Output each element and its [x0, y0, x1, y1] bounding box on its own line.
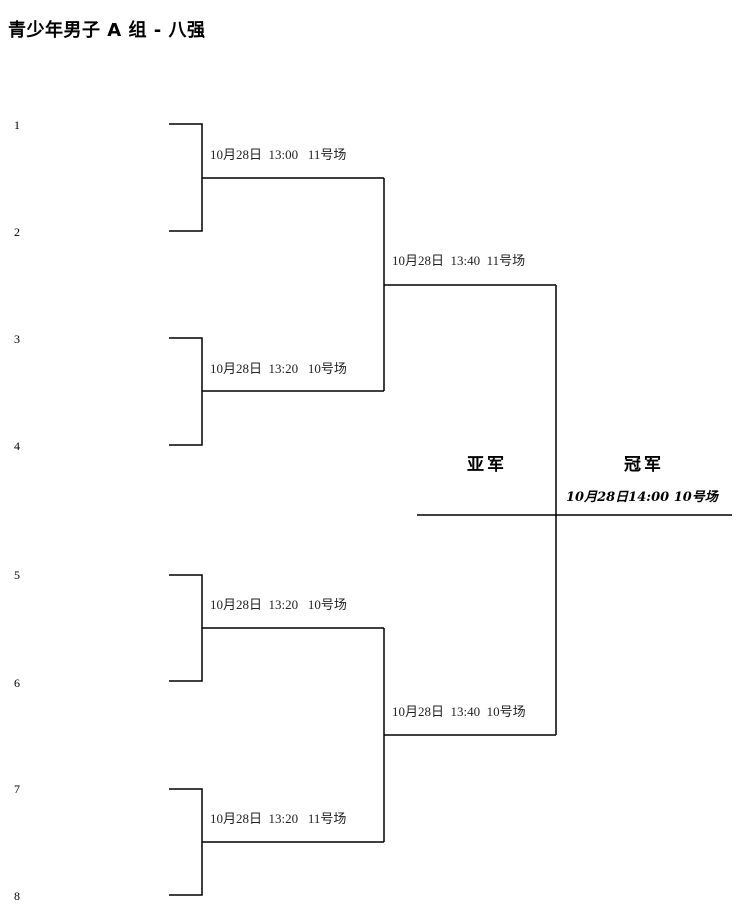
semi1-line — [383, 178, 556, 391]
page-title: 青少年男子 A 组 - 八强 — [8, 20, 206, 41]
final-info: 10月28日14:00 10号场 — [566, 490, 718, 505]
r1-match3-info: 10月28日 13:20 10号场 — [210, 597, 347, 612]
r1-match4-info: 10月28日 13:20 11号场 — [210, 811, 347, 826]
r1-match2-info: 10月28日 13:20 10号场 — [210, 361, 347, 376]
seed-8: 8 — [14, 889, 20, 903]
seed-6: 6 — [14, 676, 20, 690]
seed-7: 7 — [14, 782, 20, 796]
champion-label: 冠军 — [624, 455, 664, 475]
seed-1: 1 — [14, 118, 20, 132]
runner-up-label: 亚军 — [467, 455, 507, 475]
seed-3: 3 — [14, 332, 20, 346]
r1-match1-info: 10月28日 13:00 11号场 — [210, 147, 347, 162]
semi1-info: 10月28日 13:40 11号场 — [392, 253, 526, 268]
seed-2: 2 — [14, 225, 20, 239]
r1-match1-line — [169, 123, 384, 232]
r1-match2-line — [169, 337, 384, 446]
semi2-line — [383, 628, 556, 842]
seed-5: 5 — [14, 568, 20, 582]
seed-4: 4 — [14, 439, 20, 453]
r1-match3-line — [169, 574, 384, 682]
semi2-info: 10月28日 13:40 10号场 — [392, 704, 526, 719]
r1-match4-line — [169, 788, 384, 896]
